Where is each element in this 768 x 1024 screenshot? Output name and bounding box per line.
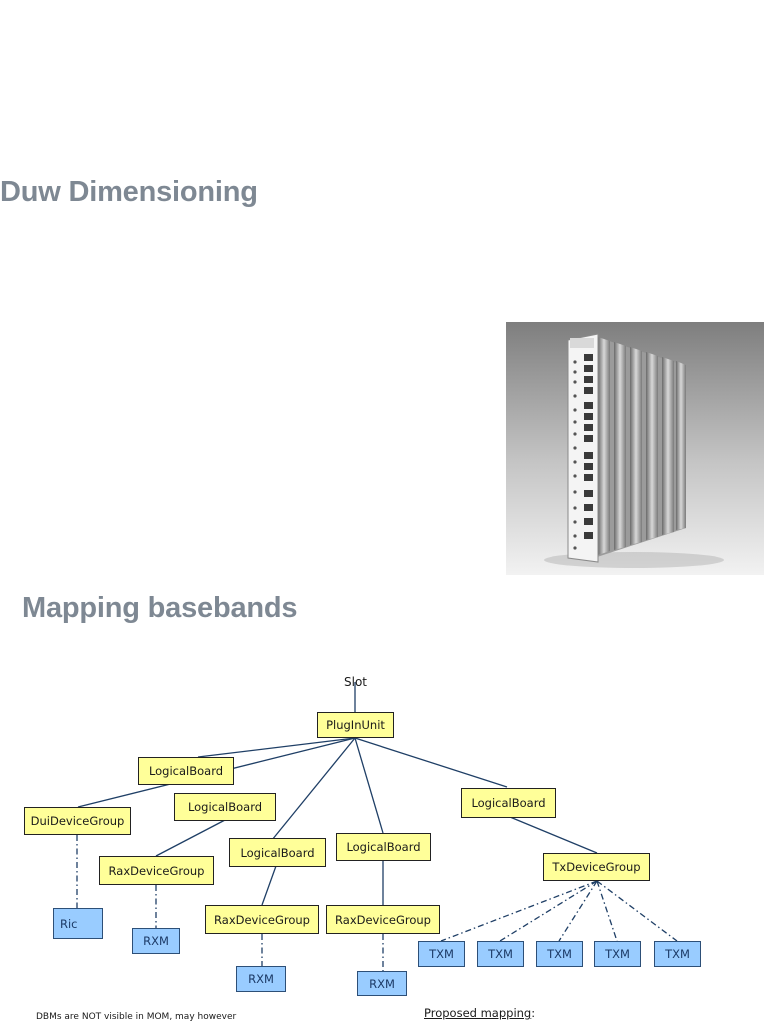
logical-board-node: LogicalBoard	[336, 833, 431, 861]
rxm-node: RXM	[132, 928, 180, 954]
logical-board-node: LogicalBoard	[229, 838, 326, 867]
txm-node: TXM	[594, 941, 641, 967]
txm-node: TXM	[536, 941, 583, 967]
proposed-mapping-label: Proposed mapping:	[424, 1006, 535, 1020]
duw-hardware-photo	[506, 322, 764, 575]
dbm-note: DBMs are NOT visible in MOM, may however	[36, 1012, 237, 1022]
rax-device-group-node: RaxDeviceGroup	[99, 856, 214, 885]
rxm-node: RXM	[236, 966, 286, 992]
section-title-dimensioning: Duw Dimensioning	[0, 176, 258, 208]
txm-node: TXM	[654, 941, 701, 967]
proposed-mapping-text: Proposed mapping	[424, 1006, 532, 1020]
txm-node: TXM	[477, 941, 524, 967]
diagram-connectors	[76, 682, 678, 971]
proposed-mapping-colon: :	[531, 1006, 536, 1020]
logical-board-node: LogicalBoard	[174, 793, 276, 821]
txm-node: TXM	[418, 941, 465, 967]
tx-device-group-node: TxDeviceGroup	[543, 853, 650, 881]
rax-device-group-node: RaxDeviceGroup	[205, 905, 319, 934]
plugin-unit-node: PlugInUnit	[317, 712, 394, 738]
section-title-mapping: Mapping basebands	[22, 592, 298, 624]
slot-label: Slot	[344, 675, 367, 689]
rax-device-group-node: RaxDeviceGroup	[326, 905, 440, 934]
rxm-node: RXM	[357, 971, 407, 996]
dui-device-group-node: DuiDeviceGroup	[24, 807, 131, 835]
logical-board-node: LogicalBoard	[461, 788, 556, 818]
baseband-mapping-diagram: Slot PlugInUnit LogicalBoard LogicalBoar…	[0, 660, 768, 1024]
logical-board-node: LogicalBoard	[138, 757, 234, 785]
ric-node: Ric	[53, 908, 103, 939]
